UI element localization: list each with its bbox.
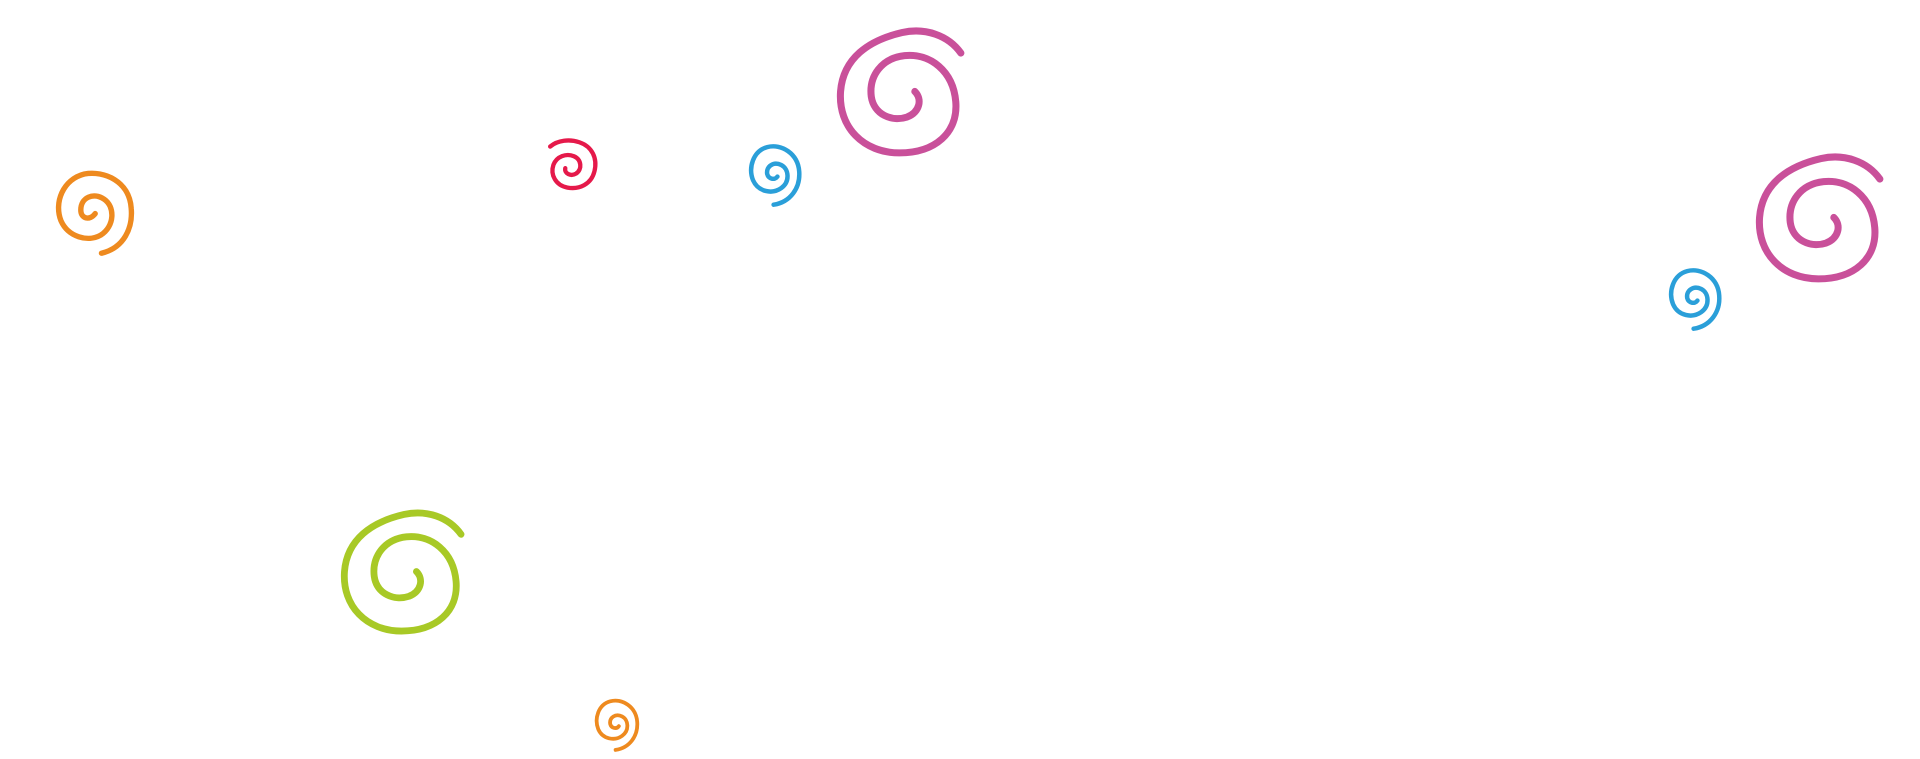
swirl-graphic xyxy=(548,138,598,191)
lime-swirl-icon xyxy=(341,506,466,642)
magenta-swirl-icon xyxy=(1756,150,1885,290)
swirl-stroke xyxy=(1668,268,1722,331)
orange-swirl-icon xyxy=(594,694,648,754)
blue-swirl-icon xyxy=(748,140,812,208)
swirl-stroke xyxy=(548,138,598,191)
swirl-stroke xyxy=(837,27,965,157)
swirl-graphic xyxy=(837,27,965,157)
magenta-swirl-icon xyxy=(837,24,966,164)
swirl-graphic xyxy=(1668,268,1722,331)
swirl-stroke xyxy=(594,698,640,752)
crimson-swirl-icon xyxy=(548,138,602,194)
swirl-graphic xyxy=(1756,153,1884,283)
swirl-graphic xyxy=(748,144,802,207)
blue-swirl-icon xyxy=(1668,264,1732,332)
swirl-graphic xyxy=(55,170,135,256)
swirl-stroke xyxy=(341,509,465,635)
swirl-graphic xyxy=(341,509,465,635)
swirl-stroke xyxy=(1756,153,1884,283)
swirl-graphic xyxy=(594,698,640,752)
swirl-stroke xyxy=(55,170,135,256)
swirl-stroke xyxy=(748,144,802,207)
orange-swirl-icon xyxy=(52,160,142,260)
